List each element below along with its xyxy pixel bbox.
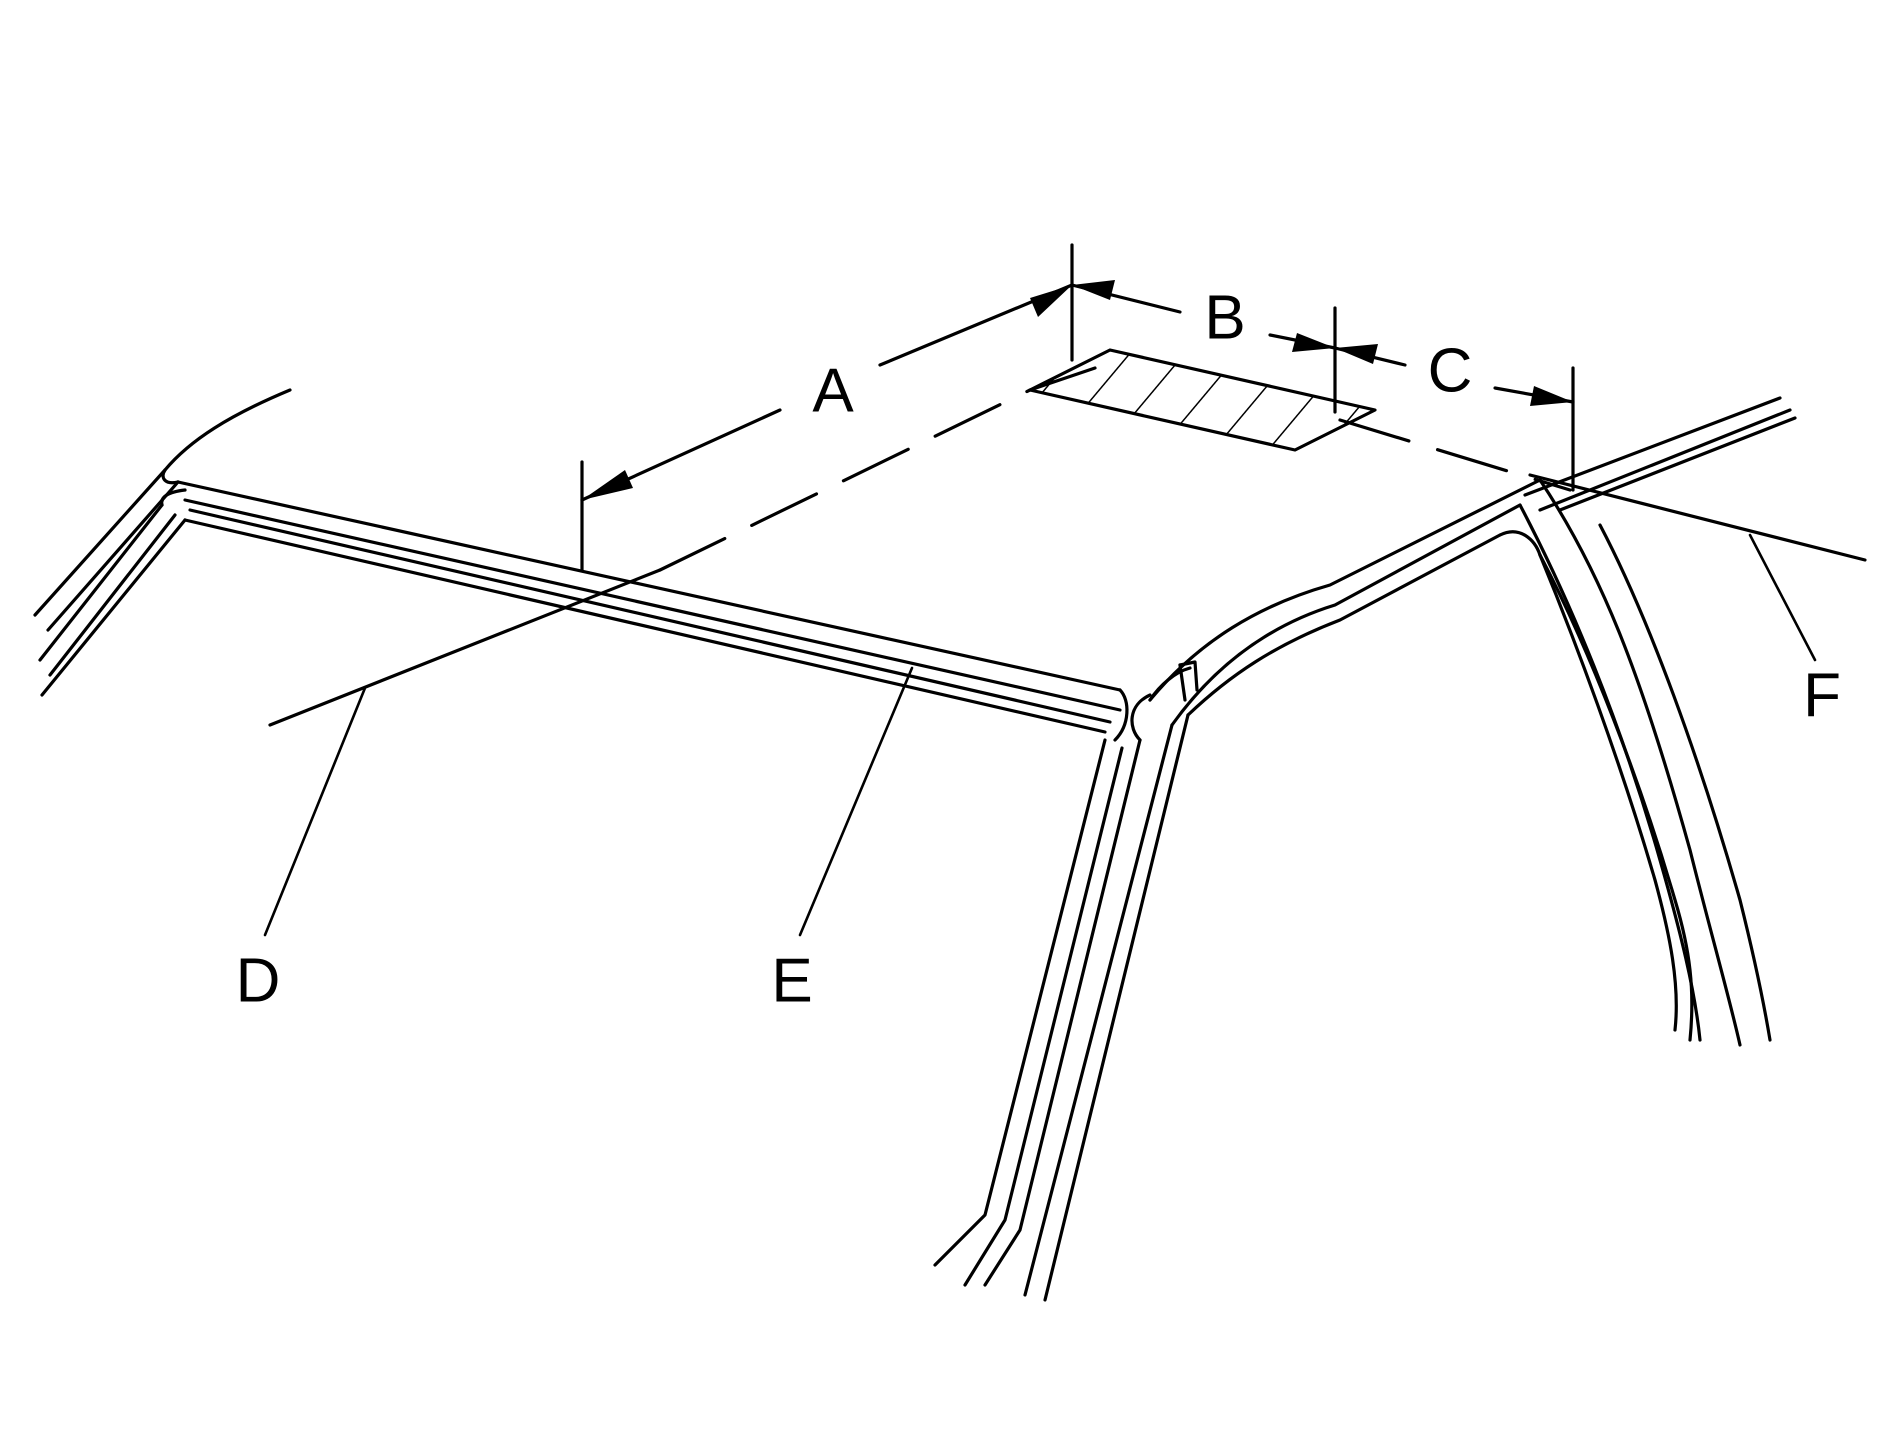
- leader-lines: [263, 533, 1817, 937]
- left-rear-pillar: [33, 388, 292, 697]
- front-header: [1148, 478, 1542, 727]
- reference-line-f: [1338, 418, 1867, 562]
- dimension-b: [1070, 280, 1337, 352]
- front-left-pillar: [933, 666, 1192, 1302]
- dimension-a: [580, 283, 1074, 502]
- extension-lines: [580, 243, 1575, 572]
- label-e: E: [771, 946, 812, 1015]
- dimension-c: [1333, 344, 1575, 406]
- right-front-pillar: [1518, 478, 1772, 1047]
- label-c: C: [1428, 336, 1473, 405]
- label-b: B: [1204, 283, 1245, 352]
- label-d: D: [236, 946, 281, 1015]
- label-a: A: [812, 356, 854, 425]
- right-roof-rail: [1523, 396, 1797, 512]
- hatched-area: [1028, 348, 1377, 452]
- label-f: F: [1803, 661, 1841, 730]
- left-roof-rail: [176, 480, 1129, 742]
